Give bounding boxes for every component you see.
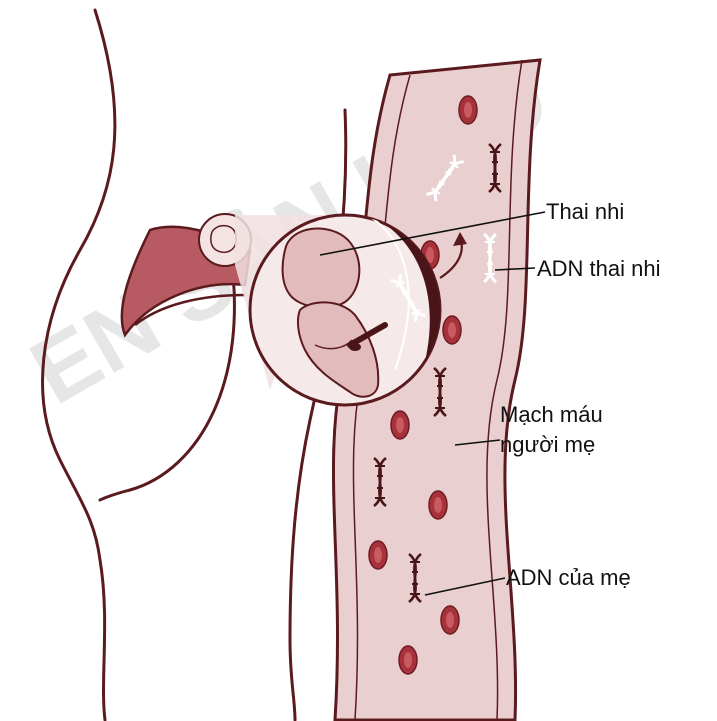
red-blood-cell <box>459 96 477 124</box>
red-blood-cell <box>429 491 447 519</box>
red-blood-cell <box>369 541 387 569</box>
label-maternal-vessel-line2: người mẹ <box>500 432 595 457</box>
red-blood-cell <box>443 316 461 344</box>
red-blood-cell <box>399 646 417 674</box>
red-blood-cell <box>391 411 409 439</box>
label-fetus: Thai nhi <box>546 199 624 224</box>
label-maternal-dna: ADN của mẹ <box>506 565 631 590</box>
label-fetal-dna: ADN thai nhi <box>537 256 661 281</box>
red-blood-cell <box>441 606 459 634</box>
label-maternal-vessel-line1: Mạch máu <box>500 402 603 427</box>
